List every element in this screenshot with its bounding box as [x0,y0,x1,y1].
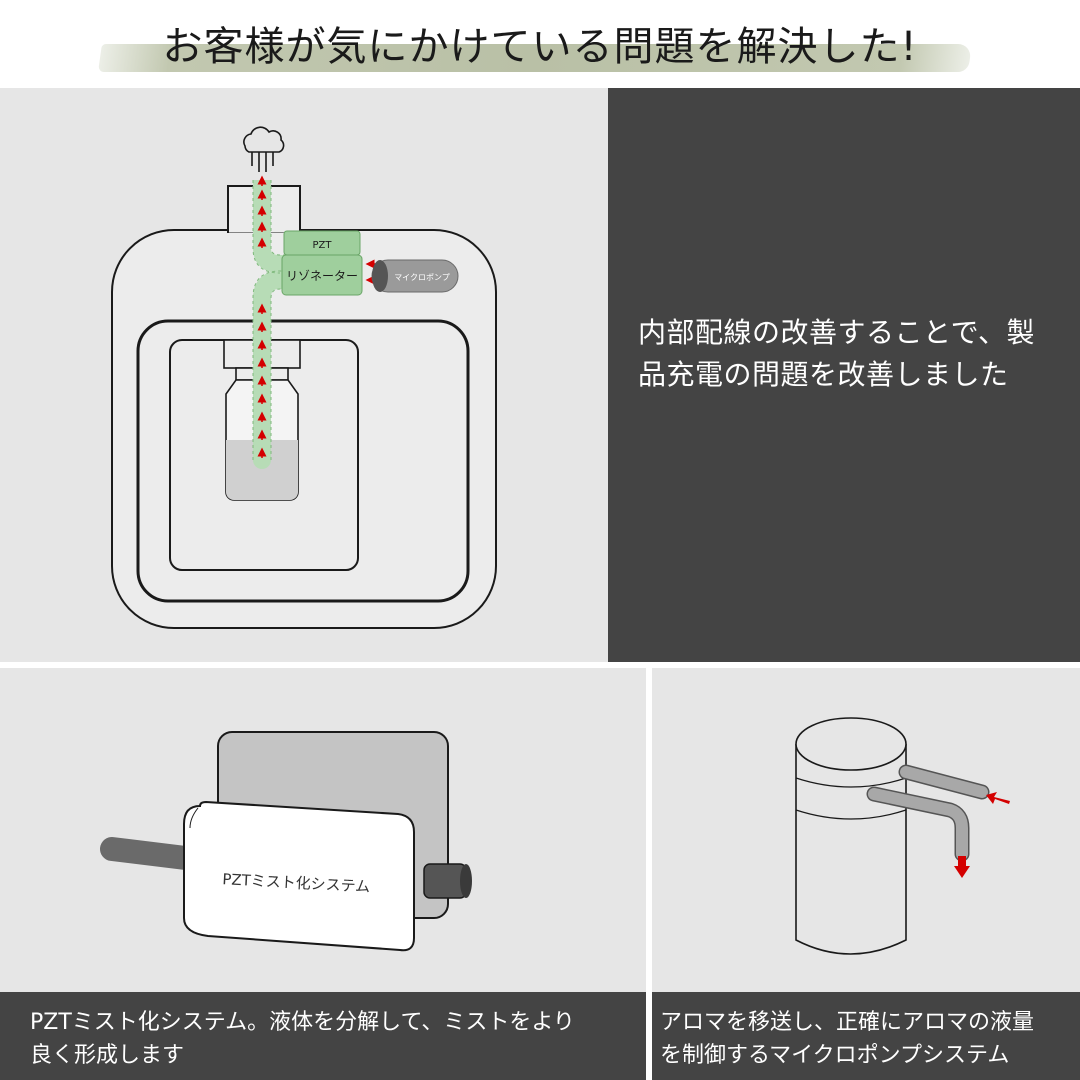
pump-panel: アロマを移送し、正確にアロマの液量 を制御するマイクロポンプシステム [652,668,1080,1080]
wiring-description: 内部配線の改善することで、製 品充電の問題を改善しました [638,312,1068,396]
mist-cloud-icon [243,126,285,172]
pump-cylinder [795,744,907,955]
outlet-pipe [868,788,968,860]
pump-caption-line-1: アロマを移送し、正確にアロマの液量 [660,1010,1035,1035]
resonator-label: リゾネーター [286,269,358,283]
pzt-caption-line-2: 良く形成します [30,1043,185,1068]
intake-tube [253,271,301,469]
flow-direction-arrows [954,792,1010,878]
page-title: お客様が気にかけている問題を解決した! [162,24,918,70]
pzt-module-box [183,800,415,952]
pzt-caption-line-1: PZTミスト化システム。液体を分解して、ミストをより [30,1010,575,1035]
outlet-tube [253,180,292,273]
pzt-label: PZT [313,240,333,251]
pump-caption: アロマを移送し、正確にアロマの液量 を制御するマイクロポンプシステム [652,992,1080,1080]
bottle-liquid [226,440,298,500]
wiring-text-line-1: 内部配線の改善することで、製 [638,316,1036,349]
wiring-text-line-2: 品充電の問題を改善しました [638,358,1009,391]
inner-bezel [136,319,470,603]
pump-caption-line-2: を制御するマイクロポンプシステム [660,1043,1010,1068]
resonator-module [281,254,363,296]
pzt-module-illustration: PZTミスト化システム [100,731,472,952]
micropump-illustration [795,717,1010,955]
diffuser-diagram: PZT リゾネーター マイクロポンプ [111,126,497,629]
outlet-connector [423,863,467,899]
pzt-panel: PZTミスト化システム PZTミスト化システム。液体を分解して、ミストをより 良… [0,668,646,1080]
inlet-pipe [900,766,988,798]
wiring-info-panel: 内部配線の改善することで、製 品充電の問題を改善しました [608,88,1080,662]
micropump-label: マイクロポンプ [394,273,450,282]
header: お客様が気にかけている問題を解決した! [0,0,1080,88]
diagram-panel: PZT リゾネーター マイクロポンプ [0,88,608,662]
pzt-caption: PZTミスト化システム。液体を分解して、ミストをより 良く形成します [0,992,646,1080]
